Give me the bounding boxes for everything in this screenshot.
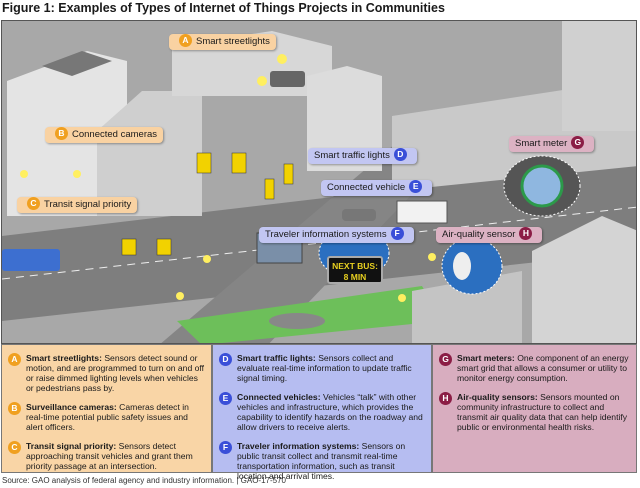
callout-label: Traveler information systems	[265, 229, 387, 240]
legend-item-c: C Transit signal priority: Sensors detect…	[8, 441, 205, 471]
legend-panel-right: G Smart meters: One component of an energ…	[432, 344, 637, 473]
badge-c: C	[8, 441, 21, 454]
legend-item-b: B Surveillance cameras: Cameras detect in…	[8, 402, 205, 432]
city-illustration: NEXT BUS: 8 MIN A Smart streetlights B Con…	[1, 20, 637, 344]
badge-e: E	[409, 179, 423, 193]
legend-term: Traveler information systems:	[237, 441, 360, 451]
legend-desc: Sensors detect sound or motion, and are …	[26, 353, 205, 393]
legend-item-a: A Smart streetlights: Sensors detect soun…	[8, 353, 205, 393]
legend-term: Connected vehicles:	[237, 392, 321, 402]
legend-item-e: E Connected vehicles: Vehicles “talk” wit…	[219, 392, 425, 432]
legend-panel-left: A Smart streetlights: Sensors detect soun…	[1, 344, 212, 473]
legend-desc: Sensors detect approaching transit vehic…	[26, 441, 193, 471]
callout-label: Air-quality sensor	[442, 229, 516, 240]
building-4	[307, 66, 382, 171]
callout-label: Smart meter	[515, 138, 568, 149]
source-note: Source: GAO analysis of federal agency a…	[2, 476, 286, 485]
badge-f: F	[390, 226, 404, 240]
badge-g: G	[571, 135, 585, 149]
badge-g: G	[439, 353, 452, 366]
callout-label: Connected vehicle	[327, 182, 406, 193]
badge-f: F	[219, 441, 232, 454]
legend-desc: Sensors mounted on community infrastruct…	[457, 392, 628, 432]
next-bus-sign-line2: 8 MIN	[343, 272, 367, 282]
callout-smart-streetlights: A Smart streetlights	[169, 33, 276, 50]
callout-label: Smart streetlights	[196, 36, 270, 47]
badge-e: E	[219, 392, 232, 405]
badge-a: A	[8, 353, 21, 366]
ambulance	[396, 200, 448, 224]
callout-transit-signal-priority: C Transit signal priority	[17, 196, 138, 213]
connected-car	[342, 209, 376, 221]
legend-item-f: F Traveler information systems: Sensors o…	[219, 441, 425, 481]
legend-term: Smart streetlights:	[26, 353, 102, 363]
badge-b: B	[8, 402, 21, 415]
air-sensor-inset	[441, 237, 503, 295]
legend-desc: Sensors on public transit collect and tr…	[237, 441, 406, 481]
building-5	[562, 21, 636, 131]
suv	[270, 71, 305, 87]
next-bus-sign: NEXT BUS: 8 MIN	[327, 256, 383, 284]
legend-panel-middle: D Smart traffic lights: Sensors collect a…	[212, 344, 432, 481]
legend-desc: One component of an energy smart grid th…	[457, 353, 629, 383]
legend-term: Smart traffic lights:	[237, 353, 316, 363]
callout-label: Connected cameras	[72, 129, 158, 140]
city-scene-graphic	[2, 21, 636, 343]
badge-a: A	[179, 33, 192, 47]
legend-desc: Cameras detect in real-time potential pu…	[26, 402, 189, 432]
legend-term: Transit signal priority:	[26, 441, 117, 451]
legend-term: Smart meters:	[457, 353, 515, 363]
legend-term: Air-quality sensors:	[457, 392, 538, 402]
legend-item-g: G Smart meters: One component of an energ…	[439, 353, 630, 383]
building-7	[532, 216, 636, 343]
next-bus-sign-line1: NEXT BUS:	[332, 261, 378, 271]
bus	[2, 249, 60, 271]
badge-d: D	[393, 147, 407, 161]
building-6	[412, 271, 522, 343]
legend-desc: Sensors collect and evaluate real-time i…	[237, 353, 412, 383]
callout-label: Smart traffic lights	[314, 150, 390, 161]
streetlights	[20, 54, 436, 302]
legend-item-d: D Smart traffic lights: Sensors collect a…	[219, 353, 425, 383]
traffic-signals	[121, 152, 294, 256]
callout-label: Transit signal priority	[44, 199, 132, 210]
legend-item-h: H Air-quality sensors: Sensors mounted on…	[439, 392, 630, 432]
legend-term: Surveillance cameras:	[26, 402, 117, 412]
badge-h: H	[439, 392, 452, 405]
figure-title: Figure 1: Examples of Types of Internet …	[2, 1, 445, 15]
badge-c: C	[27, 196, 40, 210]
legend-desc: Vehicles “talk” with other vehicles and …	[237, 392, 423, 432]
callout-connected-cameras: B Connected cameras	[45, 126, 164, 143]
badge-d: D	[219, 353, 232, 366]
badge-h: H	[519, 226, 533, 240]
badge-b: B	[55, 126, 68, 140]
building-2	[97, 91, 202, 216]
